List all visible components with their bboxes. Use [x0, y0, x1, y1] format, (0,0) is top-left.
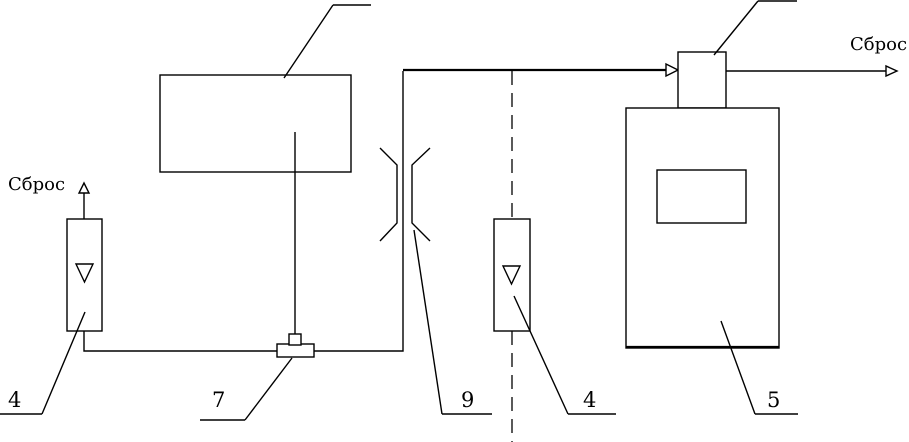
vent-right-arrow-icon — [885, 64, 899, 78]
rotameter-left-leader — [41, 311, 86, 415]
rotameter-right-triangle — [501, 265, 522, 286]
analyzer-leader — [720, 320, 756, 415]
tee-leader — [244, 357, 293, 421]
sensor-head-box — [677, 51, 727, 109]
analyzer-body — [625, 107, 780, 349]
throttle-leader — [413, 229, 443, 415]
upper-unit-box — [159, 74, 352, 173]
sensor-head-leader — [713, 0, 759, 56]
rotameter-right-body — [493, 218, 531, 332]
rotameter-left-triangle — [74, 263, 95, 284]
vent-right-label: Сброс — [850, 34, 907, 55]
label-rotameter-right: 4 — [583, 388, 596, 412]
tee-horizontal — [276, 343, 315, 358]
rotameter-left-to-tee-line — [83, 331, 278, 352]
throttle-right-bracket — [411, 147, 431, 242]
vent-left-label: Сброс — [8, 174, 65, 195]
analyzer-display — [656, 169, 747, 224]
throttle-left-bracket — [379, 147, 398, 242]
tee-to-riser-line — [314, 71, 404, 352]
label-tee: 7 — [212, 388, 225, 412]
label-analyzer: 5 — [767, 388, 780, 412]
header-arrow-icon — [665, 62, 680, 78]
tee-stem — [288, 333, 302, 346]
label-throttle: 9 — [461, 388, 474, 412]
label-rotameter-left: 4 — [8, 388, 21, 412]
rotameter-right-leader — [513, 295, 569, 415]
upper-unit-leader — [283, 4, 334, 79]
vent-left-arrow-icon — [77, 181, 91, 194]
